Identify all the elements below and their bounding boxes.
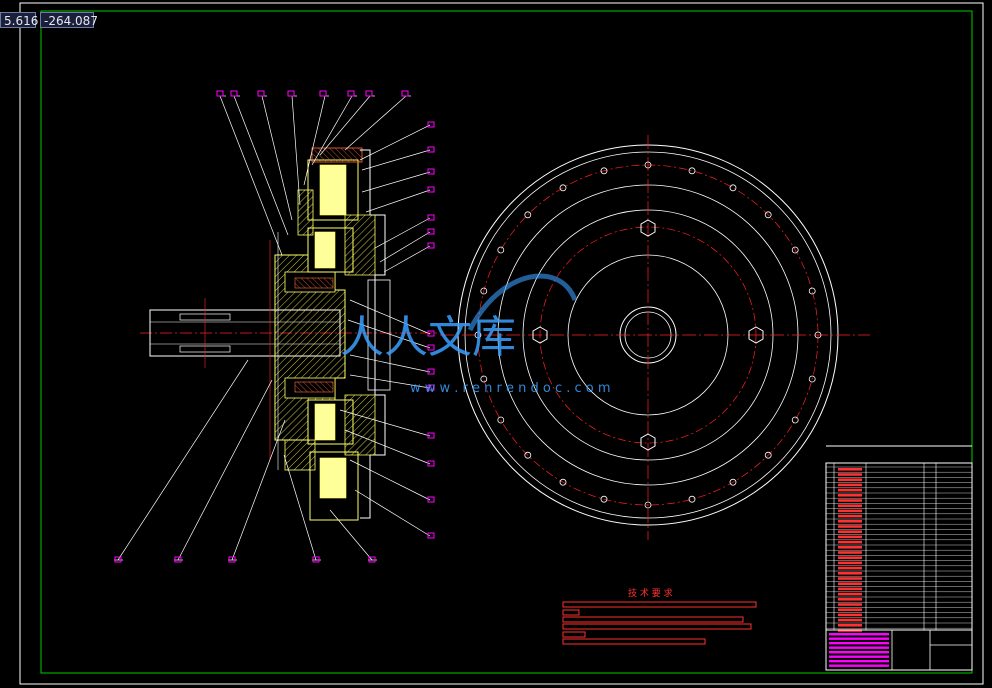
title-block-text	[829, 637, 889, 640]
parts-row-text	[838, 535, 862, 539]
watermark: 人人文库 w w w . r e n r e n d o c . c o m	[340, 273, 611, 396]
parts-row-text	[838, 598, 862, 601]
title-block-text	[829, 664, 889, 667]
bolt-hole	[497, 416, 505, 424]
parts-row-text	[838, 577, 862, 580]
title-fill	[829, 633, 889, 667]
hex-bolts	[532, 219, 764, 451]
bolt-hole	[764, 451, 772, 459]
title-block-text	[829, 642, 889, 645]
bolt-hole	[764, 211, 772, 219]
bolt-hole	[559, 478, 567, 486]
title-block-text	[829, 633, 889, 636]
parts-row-text	[838, 483, 862, 487]
section-view[interactable]	[114, 90, 440, 563]
parts-row-text	[838, 499, 862, 502]
bolt-hole	[600, 495, 608, 503]
parts-row-text	[838, 566, 862, 570]
title-block-text	[829, 651, 889, 654]
technical-requirements: 技 术 要 求	[562, 587, 757, 645]
parts-rows	[826, 466, 972, 632]
bolt-hole	[644, 161, 652, 169]
bolt-hole	[791, 416, 799, 424]
bolt-hole	[559, 184, 567, 192]
parts-row-text	[838, 572, 862, 575]
parts-row-text	[838, 608, 862, 611]
title-block[interactable]	[825, 629, 973, 671]
front-view[interactable]	[440, 135, 870, 540]
parts-row-text	[838, 551, 862, 554]
parts-row-text	[838, 488, 862, 492]
leaders-top	[217, 95, 411, 256]
bolt-hole	[688, 495, 696, 503]
parts-row-text	[838, 561, 862, 565]
parts-row-text	[838, 618, 862, 622]
coordinate-x-readout: 5.616	[0, 12, 38, 28]
title-block-text	[829, 646, 889, 649]
coordinate-y-readout: -264.087	[40, 12, 98, 28]
parts-row-text	[838, 504, 862, 507]
housing	[269, 149, 391, 519]
watermark-text: 人人文库	[340, 312, 516, 363]
parts-row-text	[838, 478, 862, 481]
parts-row-text	[838, 525, 862, 528]
parts-row-text	[838, 473, 862, 476]
parts-row-text	[838, 546, 862, 549]
parts-row-text	[838, 530, 862, 533]
bolt-hole	[791, 246, 799, 254]
inner-frame	[40, 10, 973, 674]
bolt-holes	[474, 161, 822, 509]
leaders-right	[339, 124, 431, 537]
bolt-hole	[497, 246, 505, 254]
parts-row-text	[838, 468, 862, 471]
watermark-url: w w w . r e n r e n d o c . c o m	[410, 381, 611, 396]
parts-list[interactable]	[825, 445, 973, 671]
part-balloons	[114, 90, 435, 563]
parts-row-text	[838, 603, 862, 606]
parts-row-text	[838, 592, 862, 596]
parts-row-text	[838, 624, 862, 627]
bolt-hole	[600, 167, 608, 175]
leaders-bottom	[114, 359, 377, 561]
bolt-hole	[814, 331, 822, 339]
bolt-hole	[644, 501, 652, 509]
parts-row-text	[838, 587, 862, 591]
parts-row-text	[838, 514, 862, 518]
bolt-hole	[524, 451, 532, 459]
bolt-hole	[729, 184, 737, 192]
bolt-hole	[474, 331, 482, 339]
parts-row-text	[838, 520, 862, 523]
tech-req-title: 技 术 要 求	[628, 587, 673, 599]
bolt-hole	[688, 167, 696, 175]
outer-frame	[19, 2, 984, 685]
title-block-text	[829, 655, 889, 658]
bolt-hole	[480, 287, 488, 295]
parts-row-text	[838, 494, 862, 497]
bolt-hole	[480, 375, 488, 383]
parts-row-text	[838, 613, 862, 617]
title-block-text	[829, 660, 889, 663]
bolt-hole	[729, 478, 737, 486]
parts-row-text	[838, 540, 862, 544]
bolt-hole	[808, 375, 816, 383]
parts-row-text	[838, 509, 862, 513]
parts-row-text	[838, 582, 862, 585]
bolt-hole	[524, 211, 532, 219]
bolt-hole	[808, 287, 816, 295]
parts-row-text	[838, 556, 862, 559]
